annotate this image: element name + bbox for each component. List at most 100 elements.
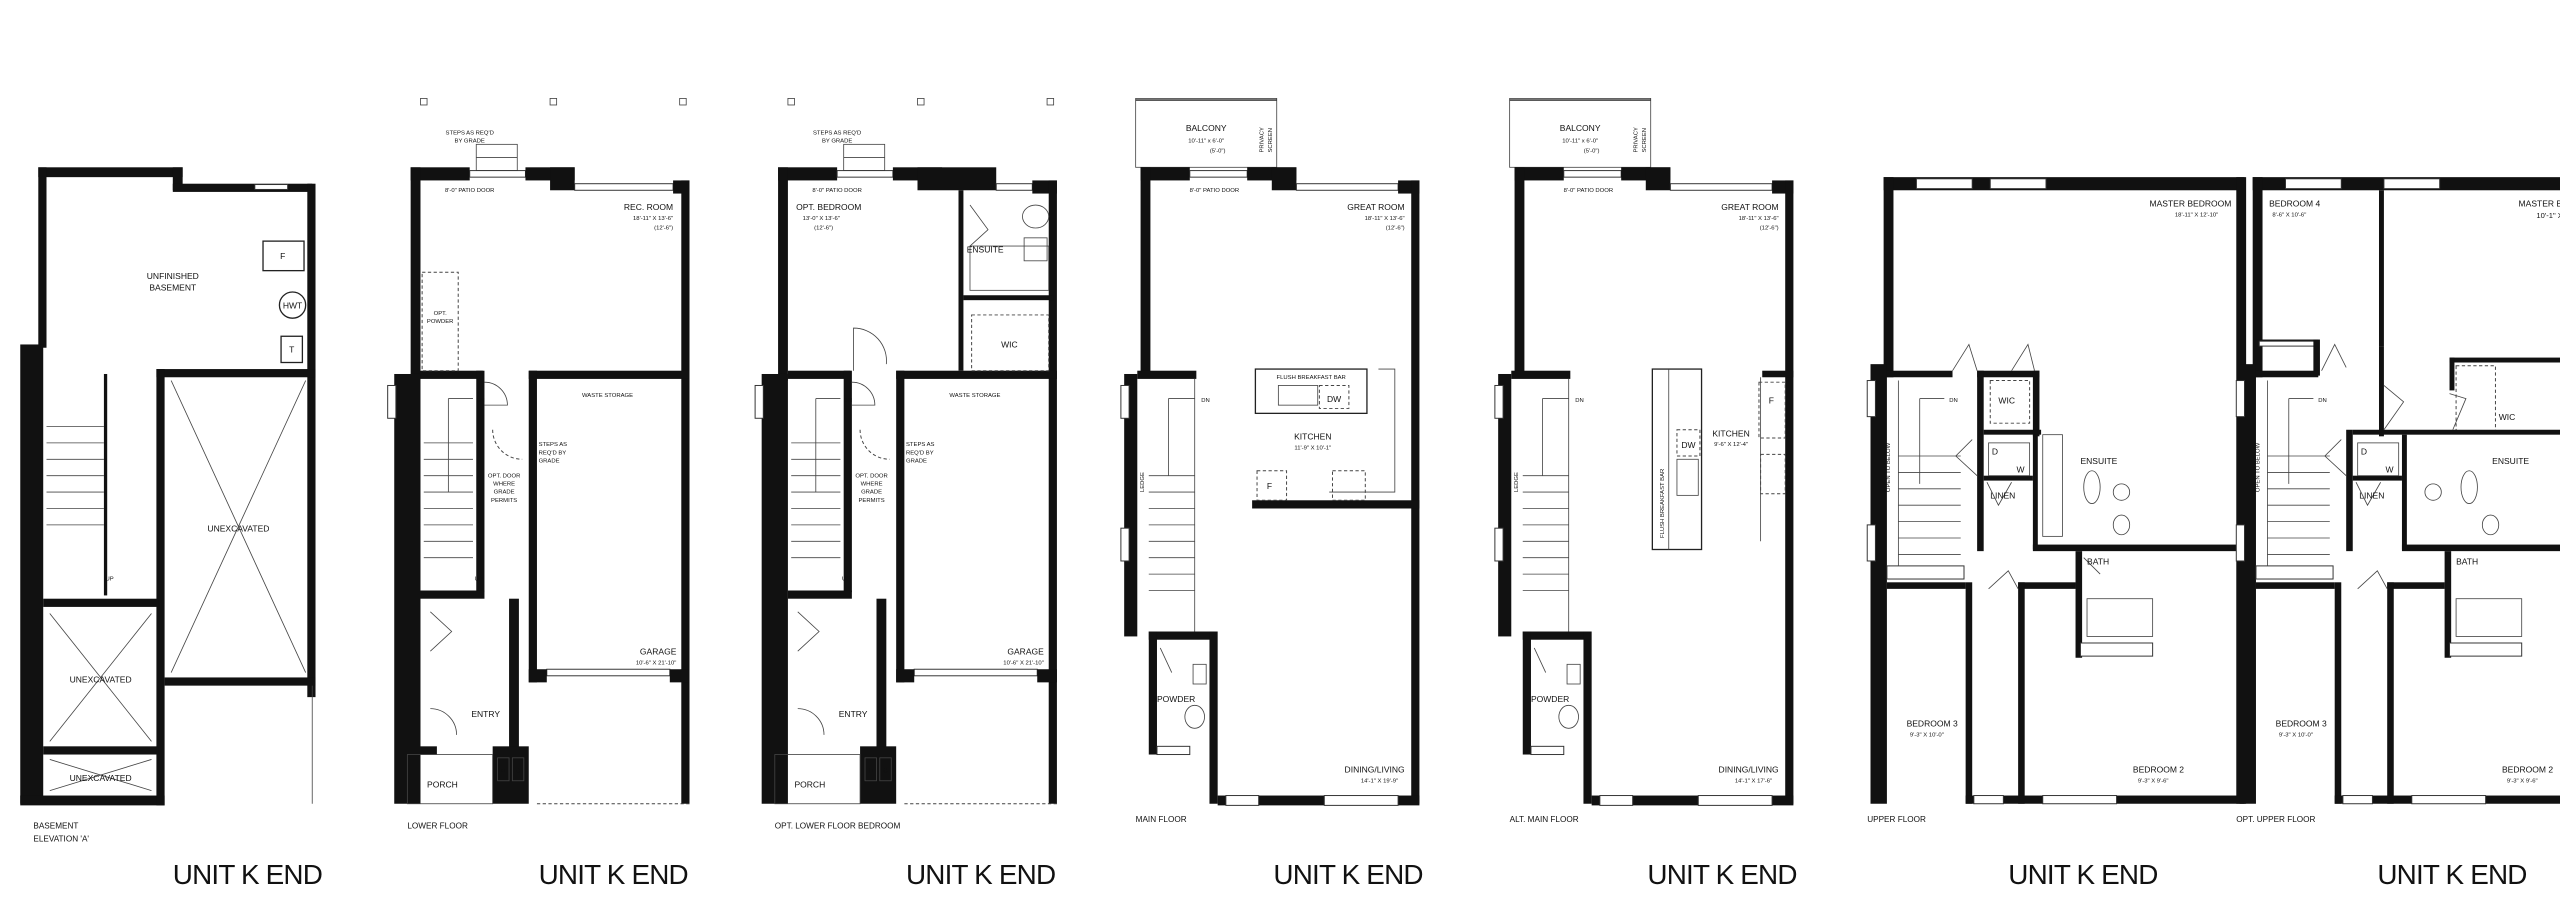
plan-lower-floor: STEPS AS REQ'D BY GRADE 8'-0" PATIO DOOR… — [387, 98, 690, 890]
unit-title: UNIT K END — [173, 859, 322, 890]
note-label: OPT. DOOR — [488, 473, 520, 479]
ledge-label: LEDGE — [1514, 472, 1520, 492]
room-dimension: 18'-11" X 12'-10" — [2175, 213, 2218, 219]
room-label: REC. ROOM — [624, 202, 673, 212]
room-label: BATH — [2087, 556, 2109, 566]
room-label: ENSUITE — [2080, 456, 2117, 466]
room-dimension: 10'-6" X 21'-10" — [1003, 660, 1044, 666]
room-label: BALCONY — [1560, 123, 1601, 133]
room-dimension: (12'-6") — [654, 226, 673, 232]
open-to-below-label: OPEN TO BELOW — [1886, 442, 1892, 492]
plan-caption: MAIN FLOOR — [1136, 815, 1187, 824]
breakfast-bar-label: FLUSH BREAKFAST BAR — [1277, 375, 1346, 381]
note-label: WHERE — [493, 482, 515, 488]
plan-alt-main-floor: BALCONY 10'-11" x 6'-0" (5'-0") PRIVACY … — [1494, 98, 1798, 890]
note-label: STEPS AS REQ'D — [813, 131, 861, 137]
note-label: GRADE — [906, 459, 927, 465]
stair-down-label: DN — [844, 398, 853, 404]
tank-label: T — [289, 345, 294, 355]
room-dimension: 10'-1" X 12'-2" — [2536, 211, 2560, 220]
room-label: GREAT ROOM — [1347, 202, 1404, 212]
patio-door-label: 8'-0" PATIO DOOR — [812, 188, 861, 194]
note-label: PERMITS — [858, 498, 884, 504]
stair-down-label: DN — [1201, 398, 1210, 404]
fridge-label: F — [1267, 481, 1272, 491]
room-label: ENTRY — [839, 709, 868, 719]
room-label: MASTER BEDROOM — [2150, 199, 2232, 209]
gas-meter-label: G — [883, 769, 888, 775]
plan-caption: OPT. UPPER FLOOR — [2236, 815, 2315, 824]
room-dimension: 18'-11" X 13'-6" — [1739, 216, 1779, 222]
note-label: GRADE — [494, 490, 515, 496]
room-dimension: (5'-0") — [1584, 149, 1600, 155]
room-label: BEDROOM 2 — [2133, 765, 2184, 775]
note-label: PERMITS — [491, 498, 517, 504]
patio-door-label: 8'-0" PATIO DOOR — [445, 188, 494, 194]
plan-caption: BASEMENT — [33, 821, 78, 830]
room-label: UNEXCAVATED — [207, 523, 269, 533]
room-label: ENSUITE — [2492, 456, 2529, 466]
washer-label: W — [2016, 464, 2025, 474]
note-label: GRADE — [539, 459, 560, 465]
room-dimension: 13'-0" X 13'-6" — [803, 216, 840, 222]
room-label: KITCHEN — [1294, 432, 1331, 442]
furnace-label: F — [280, 251, 285, 261]
plan-caption: ELEVATION 'A' — [33, 834, 89, 843]
plan-opt-upper-floor: BEDROOM 4 8'-6" X 10'-6" MASTER BEDROOM … — [2235, 177, 2560, 890]
plan-caption: OPT. LOWER FLOOR BEDROOM — [775, 821, 901, 830]
unit-title: UNIT K END — [2377, 859, 2526, 890]
stair-up-label: UP — [475, 577, 483, 583]
room-label: BEDROOM 3 — [2276, 719, 2327, 729]
hydro-meter-label: H — [501, 769, 505, 775]
room-label: WASTE STORAGE — [582, 393, 633, 399]
room-label: ENTRY — [471, 709, 500, 719]
stair-down-label: DN — [476, 398, 485, 404]
room-label: ENSUITE — [967, 245, 1004, 255]
room-dimension: (12'-6") — [1760, 226, 1779, 232]
plan-caption: UPPER FLOOR — [1867, 815, 1926, 824]
plan-caption: LOWER FLOOR — [407, 821, 468, 830]
unit-title: UNIT K END — [1273, 859, 1422, 890]
note-label: STEPS AS — [906, 442, 935, 448]
room-label: WASTE STORAGE — [949, 393, 1000, 399]
note-label: BY GRADE — [822, 139, 852, 145]
note-label: REQ'D BY — [906, 450, 934, 456]
room-label: GREAT ROOM — [1721, 202, 1778, 212]
privacy-screen-label: PRIVACY — [1260, 127, 1266, 152]
note-label: BY GRADE — [455, 139, 485, 145]
room-label: GARAGE — [1007, 646, 1044, 656]
room-label: UNEXCAVATED — [70, 674, 132, 684]
room-dimension: 18'-11" X 13'-6" — [633, 216, 673, 222]
breakfast-bar-label: FLUSH BREAKFAST BAR — [1660, 469, 1666, 538]
stair-down-label: DN — [1949, 398, 1958, 404]
plan-main-floor: BALCONY 10'-11" x 6'-0" (5'-0") PRIVACY … — [1120, 98, 1424, 890]
room-label: MASTER BEDROOM — [2519, 199, 2560, 209]
room-label: UNFINISHED — [147, 271, 199, 281]
room-label: UNEXCAVATED — [70, 773, 132, 783]
room-label: DINING/LIVING — [1719, 765, 1779, 775]
stair-up-label: UP — [842, 577, 850, 583]
ledge-label: LEDGE — [1140, 472, 1146, 492]
room-label: POWDER — [427, 319, 454, 325]
room-label: KITCHEN — [1712, 428, 1749, 438]
privacy-screen-label: SCREEN — [1268, 128, 1274, 153]
hydro-meter-label: H — [869, 769, 873, 775]
dryer-label: D — [2361, 446, 2367, 456]
unit-title: UNIT K END — [539, 859, 688, 890]
note-label: GRADE — [861, 490, 882, 496]
stair-up-label: UP — [106, 577, 114, 583]
room-label: DINING/LIVING — [1345, 765, 1405, 775]
room-label: BASEMENT — [149, 282, 196, 292]
room-dimension: 9'-3" X 10'-0" — [1910, 732, 1944, 738]
room-label: PORCH — [427, 779, 458, 789]
room-dimension: 14'-1" X 19'-9" — [1361, 778, 1398, 784]
note-label: OPT. DOOR — [855, 473, 887, 479]
room-label: LINEN — [2359, 491, 2384, 501]
room-dimension: 14'-1" X 17'-6" — [1735, 778, 1772, 784]
room-label: LINEN — [1990, 491, 2015, 501]
room-label: OPT. — [434, 311, 447, 317]
patio-door-label: 8'-0" PATIO DOOR — [1190, 188, 1239, 194]
unit-title: UNIT K END — [2008, 859, 2157, 890]
room-label: OPT. BEDROOM — [796, 202, 861, 212]
